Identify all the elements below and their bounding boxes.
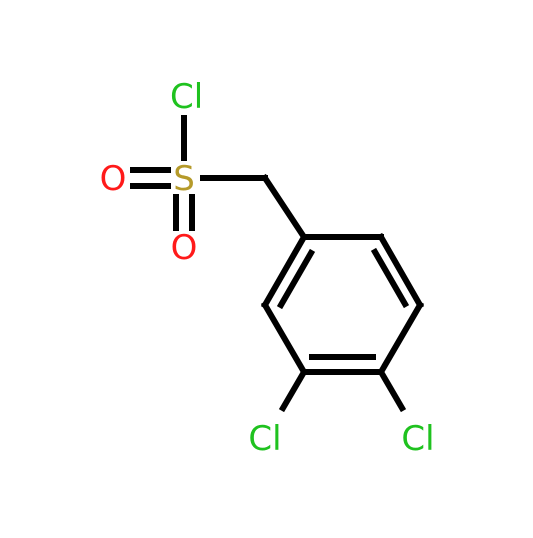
ring-bond-3 — [376, 300, 425, 377]
bond-ring-cl-4 — [376, 367, 407, 413]
atom-sulfur: S — [173, 159, 195, 199]
atom-cl-ring-3: Cl — [248, 419, 281, 459]
ring-inner-3 — [276, 248, 316, 310]
ring-inner-1 — [370, 247, 410, 309]
bonds-group — [130, 115, 425, 413]
bond-ring-cl-3 — [278, 367, 309, 413]
bond-ch2-ring — [260, 173, 309, 242]
atoms-group: Cl S O O Cl Cl — [100, 77, 435, 459]
atom-oxygen-bottom: O — [171, 228, 198, 268]
atom-cl-ring-4: Cl — [401, 419, 434, 459]
ring-bond-6 — [260, 232, 309, 310]
ring-bond-2 — [376, 232, 425, 310]
ring-bond-5 — [260, 300, 309, 377]
atom-cl-sulfonyl: Cl — [170, 77, 203, 117]
atom-oxygen-left: O — [100, 159, 127, 199]
